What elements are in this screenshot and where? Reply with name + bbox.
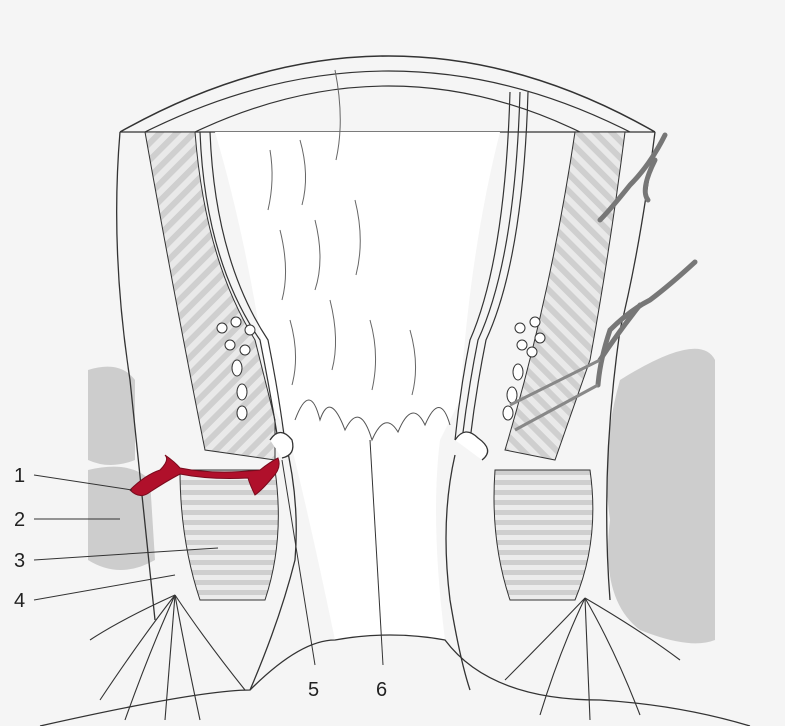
callout-3: 3 — [14, 550, 25, 572]
callout-1: 1 — [14, 465, 25, 487]
perianal-skin-line — [40, 635, 750, 726]
right-sphincter-region — [494, 470, 593, 600]
left-fat-blob-upper — [88, 367, 135, 465]
left-sphincter-region — [180, 470, 278, 600]
callout-2: 2 — [14, 509, 25, 531]
right-fat-blob — [607, 349, 715, 644]
rectal-wall-arch-inner-2 — [195, 86, 580, 132]
callout-6: 6 — [376, 679, 387, 701]
rectal-wall-arch-outer — [120, 56, 655, 132]
right-anal-papilla — [455, 432, 488, 460]
callout-4: 4 — [14, 590, 25, 612]
left-perianal-fibers — [90, 595, 245, 720]
callout-5: 5 — [308, 679, 319, 701]
rectal-wall-arch-inner-1 — [145, 71, 630, 132]
